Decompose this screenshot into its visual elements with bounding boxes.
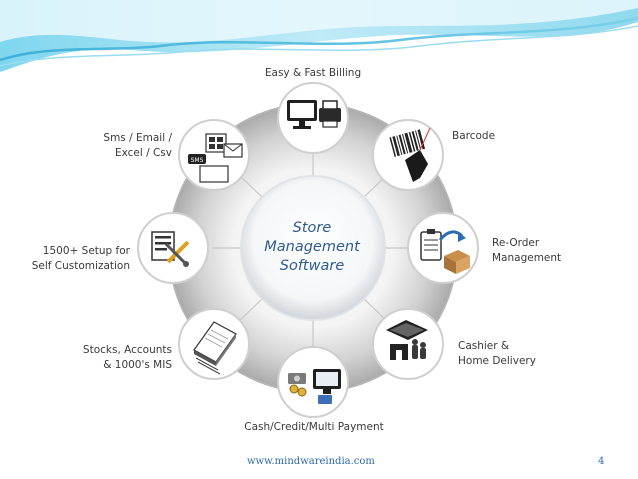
document-tools-icon [151, 231, 190, 267]
node-stocks [178, 308, 250, 380]
label-stocks: Stocks, Accounts & 1000's MIS [60, 343, 172, 373]
label-setup-line-1: 1500+ Setup for [42, 245, 130, 257]
center-title-line-2: Management [264, 239, 360, 255]
node-setup [137, 212, 209, 284]
node-sms: SMS [178, 119, 250, 191]
label-billing: Easy & Fast Billing [250, 66, 376, 81]
node-payment [277, 346, 349, 418]
center-title: Store Management Software [248, 219, 376, 276]
label-sms-line-1: Sms / Email / [103, 132, 172, 144]
label-reorder: Re-Order Management [492, 236, 561, 266]
document-stack-icon [193, 321, 237, 375]
label-stocks-line-2: & 1000's MIS [103, 359, 172, 371]
label-setup: 1500+ Setup for Self Customization [14, 244, 130, 274]
label-reorder-line-1: Re-Order [492, 237, 540, 249]
node-cashier [372, 308, 444, 380]
label-stocks-line-1: Stocks, Accounts [82, 344, 172, 356]
cash-delivery-icon [386, 320, 428, 360]
label-payment: Cash/Credit/Multi Payment [226, 420, 402, 435]
page-number: 4 [598, 456, 605, 467]
label-barcode-line-1: Barcode [452, 130, 496, 142]
label-cashier-line-2: Home Delivery [458, 355, 536, 367]
center-title-line-1: Store [292, 220, 332, 236]
center-hub [240, 175, 386, 321]
label-reorder-line-2: Management [492, 252, 562, 264]
node-reorder [407, 212, 479, 284]
barcode-scanner-icon [389, 127, 431, 182]
sms-badge-text: SMS [191, 157, 204, 164]
label-payment-line-1: Cash/Credit/Multi Payment [244, 421, 384, 433]
footer-url[interactable]: www.mindwareindia.com [247, 456, 375, 467]
label-setup-line-2: Self Customization [31, 260, 130, 272]
header-wave [0, 0, 638, 72]
monitor-printer-icon [287, 100, 341, 129]
label-billing-line-1: Easy & Fast Billing [264, 67, 362, 79]
sms-email-icon: SMS [188, 133, 243, 183]
center-title-line-3: Software [279, 258, 345, 274]
label-sms: Sms / Email / Excel / Csv [80, 131, 172, 161]
label-cashier-line-1: Cashier & [458, 340, 510, 352]
payment-terminal-icon [288, 369, 341, 404]
node-barcode [372, 119, 444, 191]
label-sms-line-2: Excel / Csv [114, 147, 172, 159]
label-cashier: Cashier & Home Delivery [458, 339, 536, 369]
node-billing [277, 82, 349, 154]
clipboard-box-icon [420, 229, 470, 274]
label-barcode: Barcode [452, 129, 495, 144]
